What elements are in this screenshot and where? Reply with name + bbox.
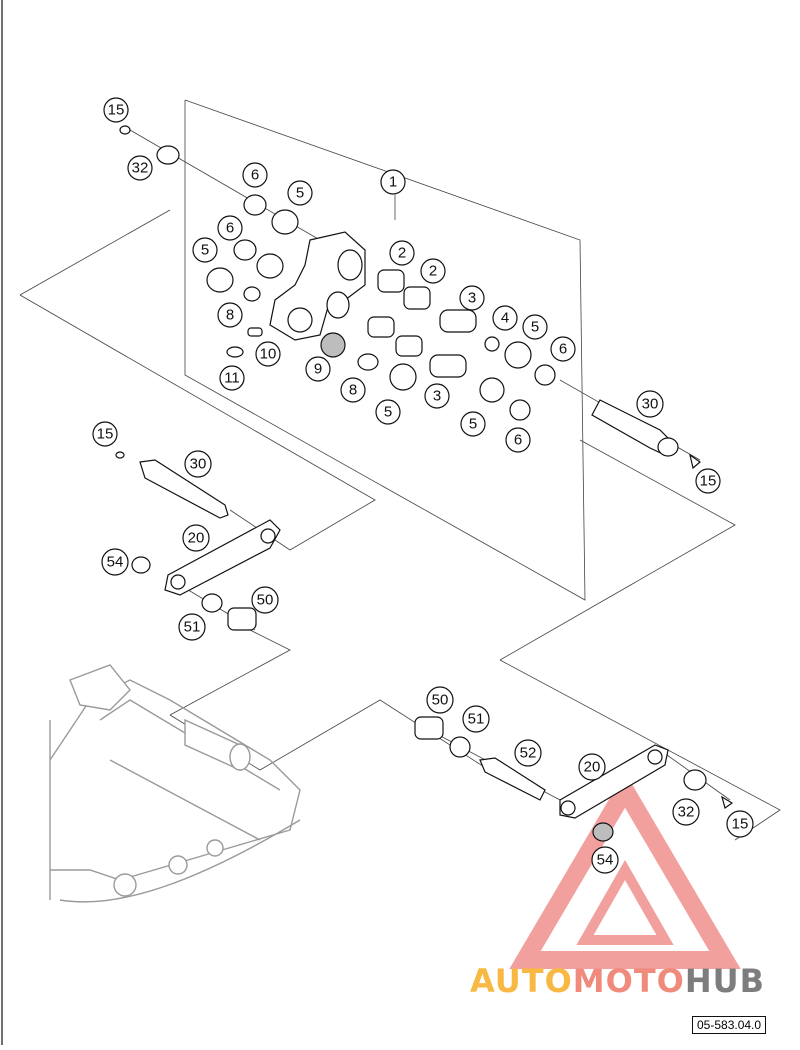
svg-text:1: 1: [389, 174, 397, 191]
callout-54-b: 54: [591, 846, 619, 874]
logo-part-auto: AUTO: [470, 962, 573, 1000]
svg-text:51: 51: [468, 711, 485, 728]
svg-text:3: 3: [433, 388, 441, 405]
callout-15-c: 15: [92, 421, 118, 447]
svg-text:5: 5: [531, 319, 539, 336]
svg-text:15: 15: [97, 426, 114, 443]
bolt-left: [115, 451, 229, 519]
callout-32-a: 32: [127, 155, 153, 181]
svg-text:52: 52: [520, 745, 537, 762]
callout-5-a: 5: [287, 180, 313, 206]
logo-part-hub: HUB: [684, 962, 766, 1000]
svg-text:9: 9: [314, 361, 322, 378]
svg-text:11: 11: [224, 370, 240, 387]
svg-text:6: 6: [559, 341, 567, 358]
svg-text:54: 54: [107, 554, 124, 571]
svg-text:6: 6: [251, 167, 259, 184]
link-rod-right: [414, 716, 734, 842]
logo-part-moto: MOTO: [572, 962, 685, 1000]
svg-text:32: 32: [678, 804, 695, 821]
callout-20-a: 20: [182, 524, 210, 552]
callout-30-a: 30: [636, 390, 664, 418]
bolt-upper-right: [591, 399, 701, 470]
callout-2-b: 2: [420, 258, 446, 284]
svg-text:8: 8: [349, 382, 357, 399]
swingarm-frame: [49, 664, 301, 903]
callout-20-b: 20: [578, 753, 606, 781]
svg-text:6: 6: [226, 220, 234, 237]
svg-text:15: 15: [108, 102, 125, 119]
bearing-parts: [119, 125, 556, 421]
callout-30-b: 30: [184, 450, 212, 478]
linkage-lever: [269, 231, 366, 341]
svg-text:30: 30: [642, 396, 659, 413]
callout-5-d: 5: [375, 399, 401, 425]
callout-15-d: 15: [726, 810, 754, 838]
callout-8-b: 8: [340, 377, 366, 403]
assembly-boundary: [19, 99, 781, 841]
callout-5-e: 5: [460, 411, 486, 437]
callout-10: 10: [255, 341, 281, 367]
svg-text:32: 32: [132, 160, 149, 177]
callout-51-a: 51: [178, 613, 206, 641]
callouts: 15 32 6 5 6 5 1 2 2 8 10 11 3 4 5 6 9 8 …: [92, 97, 754, 874]
callout-6-d: 6: [505, 427, 531, 453]
link-rod-left: [131, 519, 281, 631]
svg-text:50: 50: [432, 692, 449, 709]
svg-text:54: 54: [597, 852, 614, 869]
callout-5-b: 5: [192, 237, 218, 263]
diagram-reference-code: 05-583.04.0: [692, 1016, 767, 1034]
callout-32-b: 32: [672, 798, 700, 826]
watermark-triangle-icon: [509, 772, 741, 969]
svg-text:20: 20: [584, 759, 601, 776]
svg-text:5: 5: [384, 404, 392, 421]
callout-3-b: 3: [424, 383, 450, 409]
svg-text:6: 6: [514, 432, 522, 449]
callout-4: 4: [492, 305, 518, 331]
svg-text:10: 10: [260, 346, 277, 363]
callout-6-b: 6: [217, 215, 243, 241]
callout-15-a: 15: [103, 97, 129, 123]
callout-51-b: 51: [462, 705, 490, 733]
svg-text:8: 8: [226, 307, 234, 324]
svg-text:4: 4: [501, 310, 509, 327]
svg-text:51: 51: [184, 619, 201, 636]
callout-1: 1: [380, 169, 406, 195]
svg-text:3: 3: [468, 290, 476, 307]
callout-9: 9: [305, 356, 331, 382]
callout-11: 11: [219, 365, 245, 391]
callout-2-a: 2: [389, 240, 415, 266]
svg-text:5: 5: [469, 416, 477, 433]
svg-text:15: 15: [732, 816, 749, 833]
watermark-logo: AUTOMOTOHUB: [470, 962, 765, 1000]
callout-6-a: 6: [242, 162, 268, 188]
callout-15-b: 15: [695, 468, 721, 494]
svg-text:15: 15: [700, 473, 717, 490]
callout-3-a: 3: [459, 285, 485, 311]
svg-text:5: 5: [296, 185, 304, 202]
svg-text:2: 2: [398, 245, 406, 262]
callout-54-a: 54: [101, 548, 129, 576]
callout-50-b: 50: [426, 686, 454, 714]
svg-text:20: 20: [188, 530, 205, 547]
callout-6-c: 6: [550, 336, 576, 362]
svg-text:30: 30: [190, 456, 207, 473]
callout-52: 52: [514, 739, 542, 767]
callout-5-c: 5: [522, 314, 548, 340]
svg-text:2: 2: [429, 263, 437, 280]
svg-text:5: 5: [201, 242, 209, 259]
callout-8-a: 8: [217, 302, 243, 328]
callout-50-a: 50: [251, 586, 279, 614]
svg-text:50: 50: [257, 592, 274, 609]
